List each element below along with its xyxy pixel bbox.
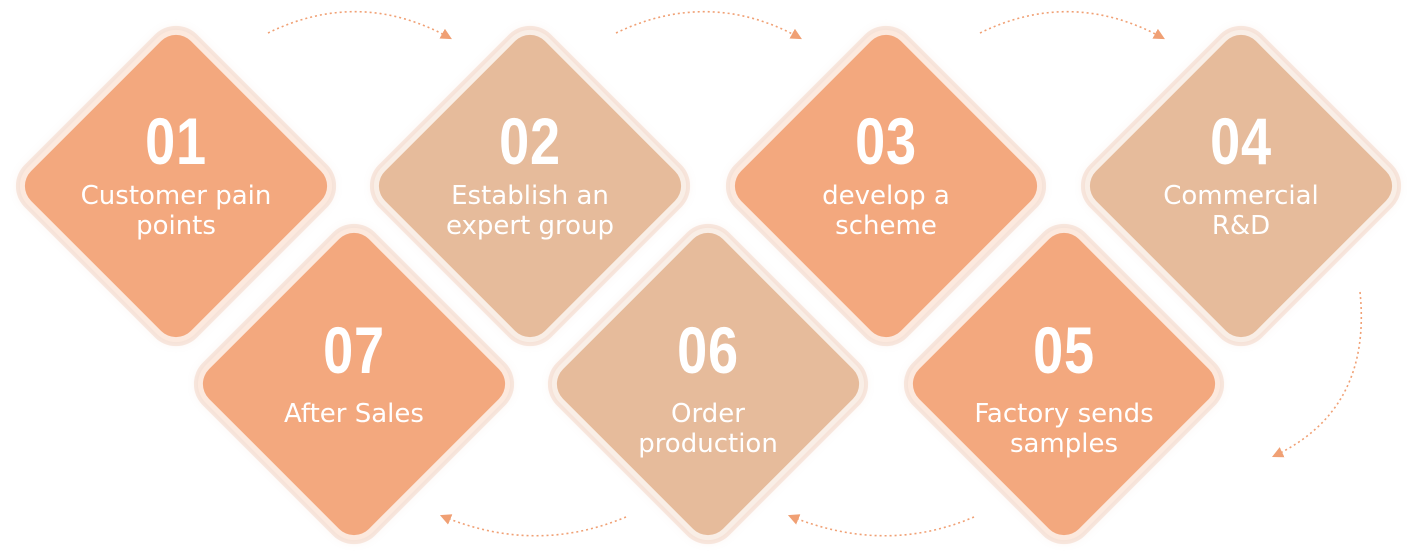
step-05: 05 Factory sends samples bbox=[891, 211, 1237, 551]
step-07-number: 07 bbox=[323, 313, 385, 387]
step-02: 02 Establish an expert group bbox=[357, 13, 703, 359]
step-02-label: Establish an expert group bbox=[445, 181, 615, 241]
step-01-label: Customer pain points bbox=[80, 181, 272, 241]
step-03: 03 develop a scheme bbox=[713, 13, 1059, 359]
step-05-label: Factory sends samples bbox=[974, 399, 1154, 459]
step-01-number: 01 bbox=[145, 104, 207, 178]
step-04-number: 04 bbox=[1210, 104, 1272, 178]
step-03-number: 03 bbox=[855, 104, 917, 178]
step-07: 07 After Sales bbox=[181, 211, 527, 551]
step-04-label: Commercial R&D bbox=[1163, 181, 1319, 241]
step-06-label: Order production bbox=[638, 399, 778, 459]
step-07-label: After Sales bbox=[284, 399, 424, 429]
step-04: 04 Commercial R&D bbox=[1068, 13, 1414, 359]
step-01: 01 Customer pain points bbox=[3, 13, 349, 359]
step-02-number: 02 bbox=[499, 104, 561, 178]
step-06-number: 06 bbox=[677, 313, 739, 387]
step-06: 06 Order production bbox=[535, 211, 881, 551]
step-05-number: 05 bbox=[1033, 313, 1095, 387]
step-03-label: develop a scheme bbox=[822, 181, 950, 241]
